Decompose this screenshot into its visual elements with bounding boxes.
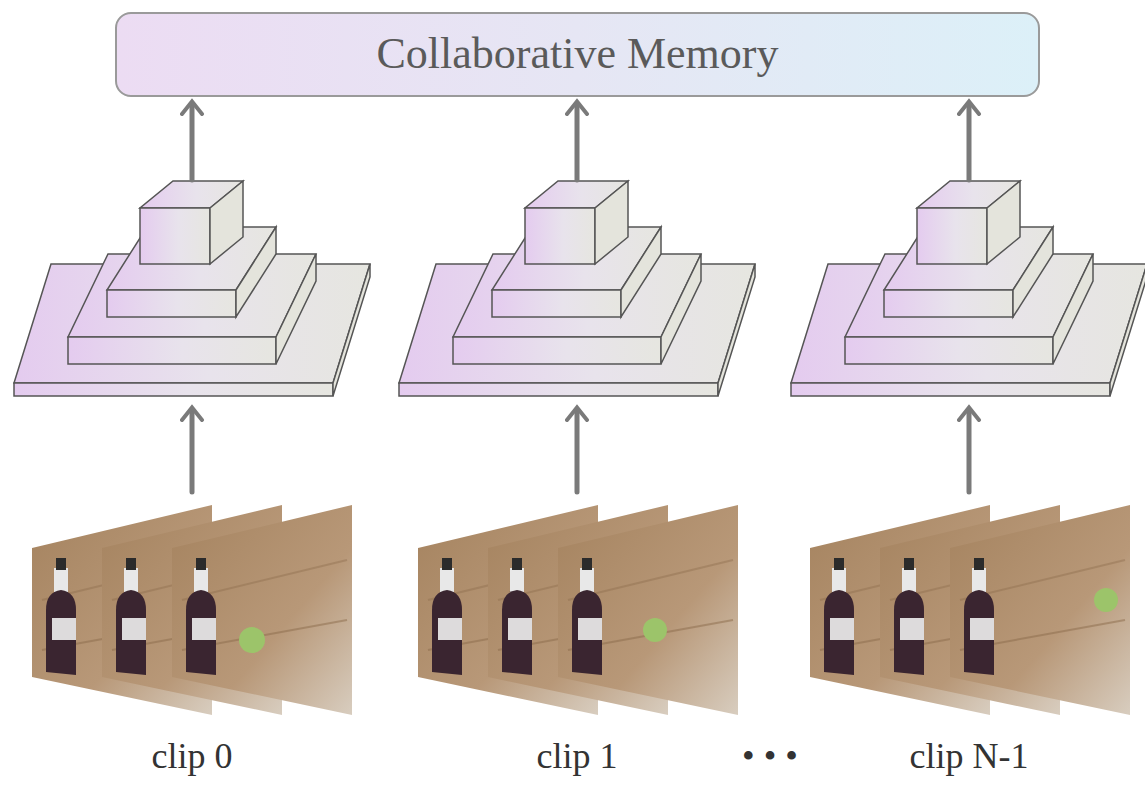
drawing-part bbox=[575, 104, 580, 180]
clip-label: • • • bbox=[742, 737, 798, 777]
node-label: Collaborative Memory bbox=[376, 30, 778, 78]
drawing-part bbox=[14, 181, 370, 396]
drawing-part bbox=[190, 410, 195, 492]
drawing-part bbox=[172, 505, 352, 715]
memory-box: Collaborative Memory bbox=[115, 12, 1040, 97]
clip-label: clip 1 bbox=[537, 737, 618, 777]
arrow bbox=[192, 104, 969, 492]
ball bbox=[1094, 588, 1118, 612]
drawing-part bbox=[190, 104, 195, 180]
drawing-part bbox=[558, 505, 738, 715]
ball bbox=[643, 618, 667, 642]
clip-label: clip 0 bbox=[152, 737, 233, 777]
drawing-part bbox=[399, 181, 755, 396]
clip-label: clip N-1 bbox=[910, 737, 1029, 777]
drawing-part bbox=[967, 410, 972, 492]
drawing-part bbox=[967, 104, 972, 180]
drawing-part bbox=[575, 410, 580, 492]
drawing-part bbox=[791, 181, 1145, 396]
ball bbox=[239, 627, 265, 653]
drawing-part bbox=[950, 505, 1130, 715]
